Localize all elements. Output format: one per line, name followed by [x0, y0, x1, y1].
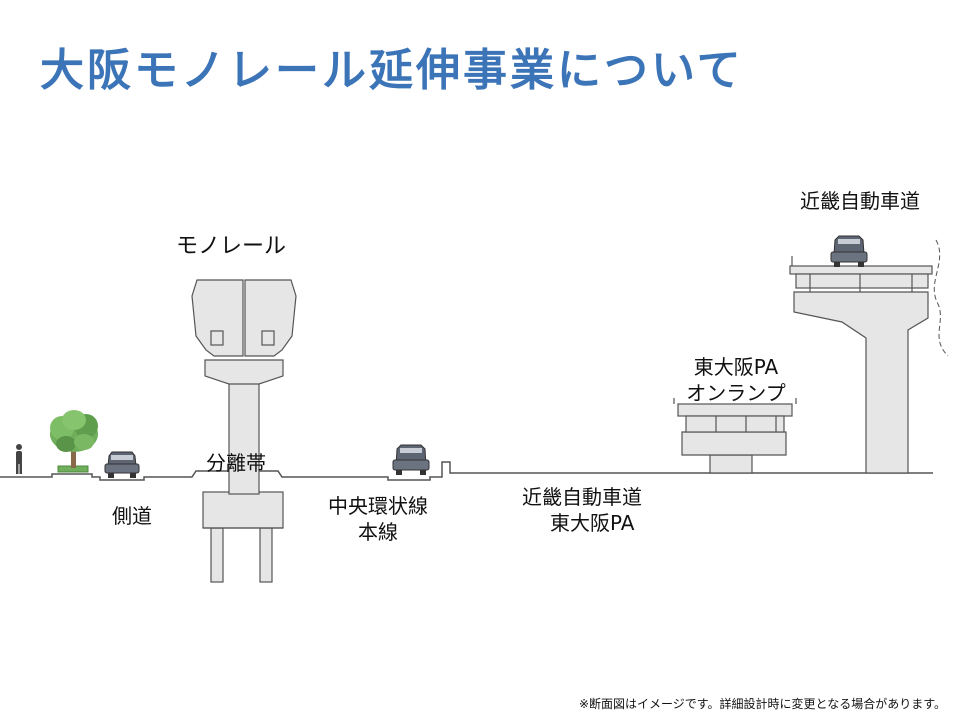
label-parking-area-line1: 近畿自動車道 [522, 485, 642, 509]
footnote: ※断面図はイメージです。詳細設計時に変更となる場合があります。 [578, 697, 946, 711]
on-ramp-structure [673, 398, 797, 474]
car-expressway-icon [830, 235, 868, 267]
car-chuo-line-icon [392, 444, 430, 475]
label-on-ramp: 東大阪PA オンランプ [676, 354, 796, 406]
label-chuo-line1: 中央環状線 [328, 494, 428, 518]
label-chuo-line2: 本線 [358, 520, 398, 544]
page-title: 大阪モノレール延伸事業について [40, 45, 744, 96]
label-on-ramp-line1: 東大阪PA [693, 355, 779, 379]
label-chuo-line: 中央環状線 本線 [310, 493, 446, 545]
label-on-ramp-line2: オンランプ [686, 381, 786, 405]
label-median: 分離帯 [206, 451, 266, 475]
tree-icon [50, 410, 98, 473]
monorail-structure [191, 279, 297, 583]
expressway-structure [789, 256, 933, 474]
label-monorail: モノレール [176, 234, 287, 259]
cut-off-line [933, 239, 949, 357]
car-side-road-icon [104, 451, 140, 478]
label-parking-area: 近畿自動車道 東大阪PA [522, 484, 672, 536]
pedestrian-icon [16, 444, 22, 474]
ground-line [0, 461, 933, 481]
label-side-road: 側道 [112, 504, 152, 528]
label-parking-area-line2: 東大阪PA [550, 511, 635, 535]
label-expressway: 近畿自動車道 [800, 189, 920, 213]
